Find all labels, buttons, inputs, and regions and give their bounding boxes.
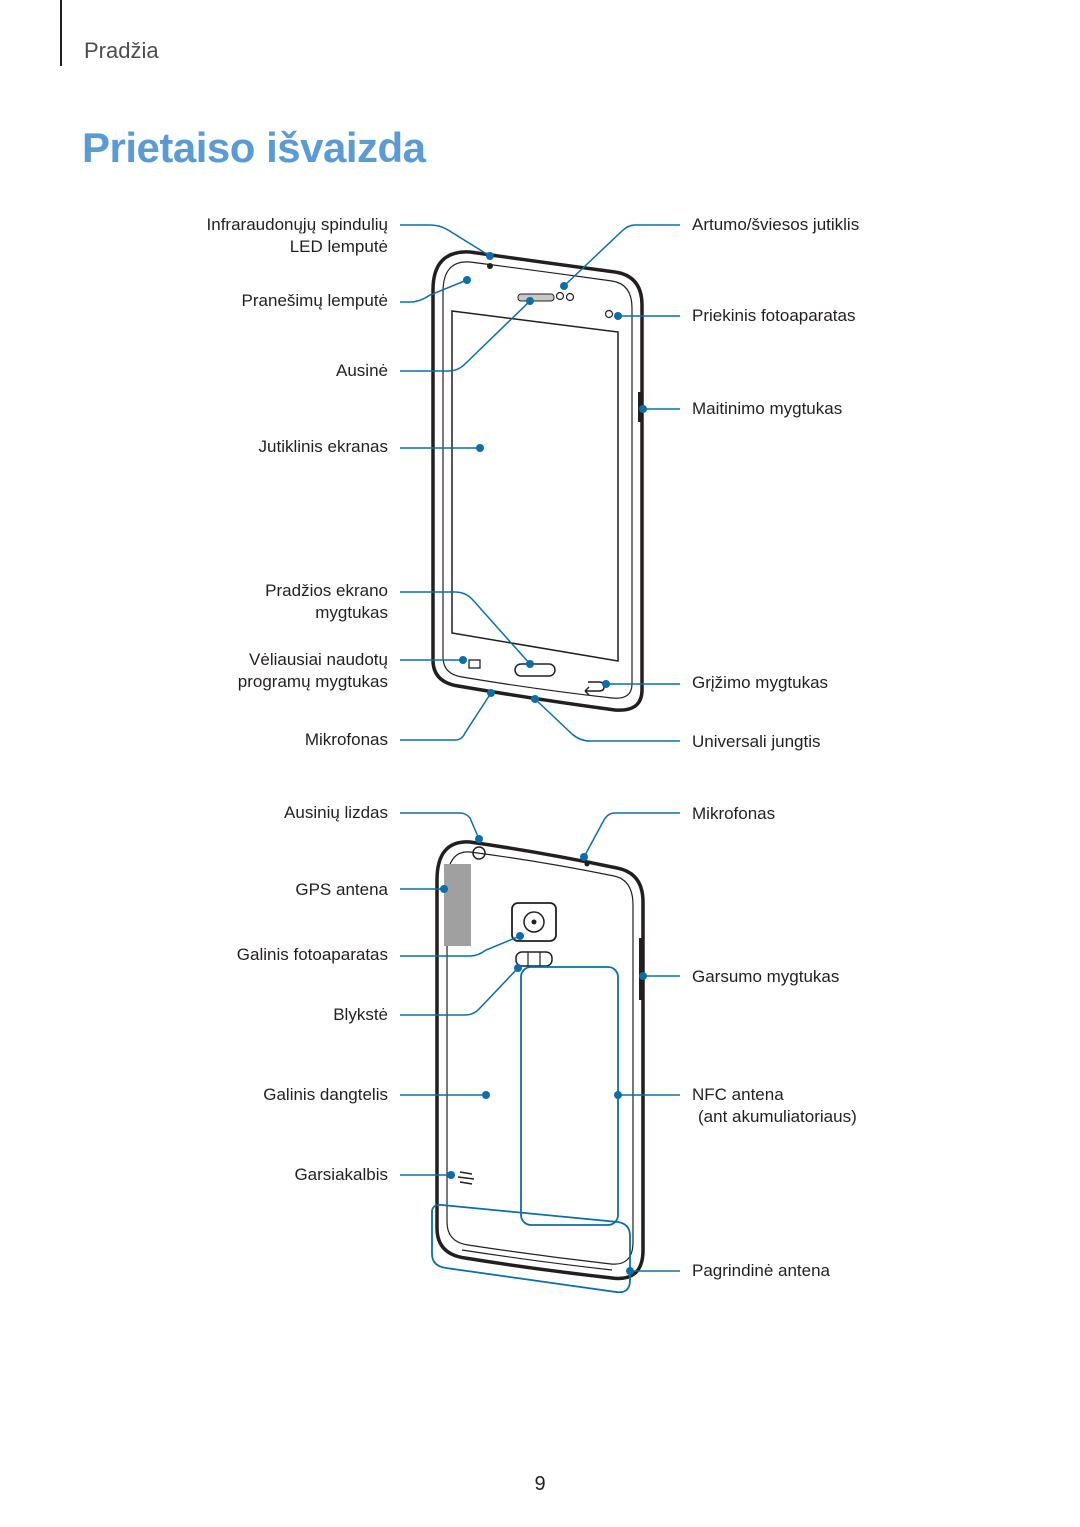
page-number: 9 (534, 1473, 546, 1495)
back-phone-inner-rim (446, 851, 634, 1265)
label-power-button: Maitinimo mygtukas (692, 399, 843, 418)
ir-led-dot (487, 263, 493, 269)
earpiece-grille (517, 293, 555, 302)
volume-button[interactable] (639, 938, 644, 1000)
front-camera-lens (604, 309, 614, 319)
label-back-cover: Galinis dangtelis (263, 1085, 388, 1104)
label-rear-microphone: Mikrofonas (692, 804, 776, 823)
gps-antenna-area (444, 864, 471, 946)
label-main-antenna: Pagrindinė antena (692, 1261, 831, 1280)
back-phone-outer (435, 840, 645, 1281)
front-phone-inner-rim (442, 261, 633, 699)
back-button-icon (584, 681, 605, 696)
label-recent-apps-button: Vėliausiai naudotų programų mygtukas (237, 650, 388, 691)
rear-camera-center (531, 919, 537, 925)
label-back-button: Grįžimo mygtukas (692, 673, 829, 692)
label-touchscreen: Jutiklinis ekranas (258, 437, 388, 456)
label-proximity-sensor: Artumo/šviesos jutiklis (692, 215, 860, 234)
bottom-seam (461, 1249, 613, 1271)
label-home-button: Pradžios ekrano mygtukas (265, 581, 388, 622)
label-headset-jack: Ausinių lizdas (284, 803, 388, 822)
recent-apps-icon (468, 659, 481, 669)
front-phone-illustration (431, 250, 644, 712)
label-volume-button: Garsumo mygtukas (692, 967, 840, 986)
label-ir-led: Infraraudonųjų spindulių LED lemputė (206, 215, 388, 256)
main-antenna-outline (431, 1203, 631, 1294)
proximity-sensor-dot-2 (565, 292, 575, 302)
home-button[interactable] (514, 663, 556, 677)
label-earpiece: Ausinė (336, 361, 388, 380)
flash-module (515, 951, 553, 967)
page-title: Prietaiso išvaizda (82, 124, 426, 171)
label-rear-camera: Galinis fotoaparatas (236, 945, 388, 964)
front-phone-outer (431, 250, 644, 712)
back-phone-illustration (431, 840, 645, 1294)
label-front-microphone: Mikrofonas (304, 730, 388, 749)
label-nfc-antenna: NFC antena (ant akumuliatoriaus) (692, 1085, 857, 1126)
label-gps-antenna: GPS antena (295, 880, 388, 899)
callout-dots (440, 252, 647, 1275)
rear-microphone-hole (584, 861, 590, 867)
headset-jack (472, 846, 486, 860)
touchscreen-area[interactable] (451, 310, 619, 662)
label-speaker: Garsiakalbis (294, 1165, 388, 1184)
rear-camera-housing (511, 902, 557, 942)
section-label: Pradžia (84, 38, 159, 63)
proximity-sensor-dot-1 (555, 291, 565, 301)
section-rule (60, 0, 62, 66)
label-multipurpose-jack: Universali jungtis (692, 732, 821, 751)
label-flash: Blykstė (333, 1005, 388, 1024)
nfc-antenna-area (520, 966, 619, 1226)
label-notification-led: Pranešimų lemputė (241, 291, 388, 310)
speaker-grille (457, 1171, 475, 1185)
rear-camera-lens (523, 911, 545, 933)
callout-lines (400, 224, 680, 1272)
label-front-camera: Priekinis fotoaparatas (692, 306, 856, 325)
